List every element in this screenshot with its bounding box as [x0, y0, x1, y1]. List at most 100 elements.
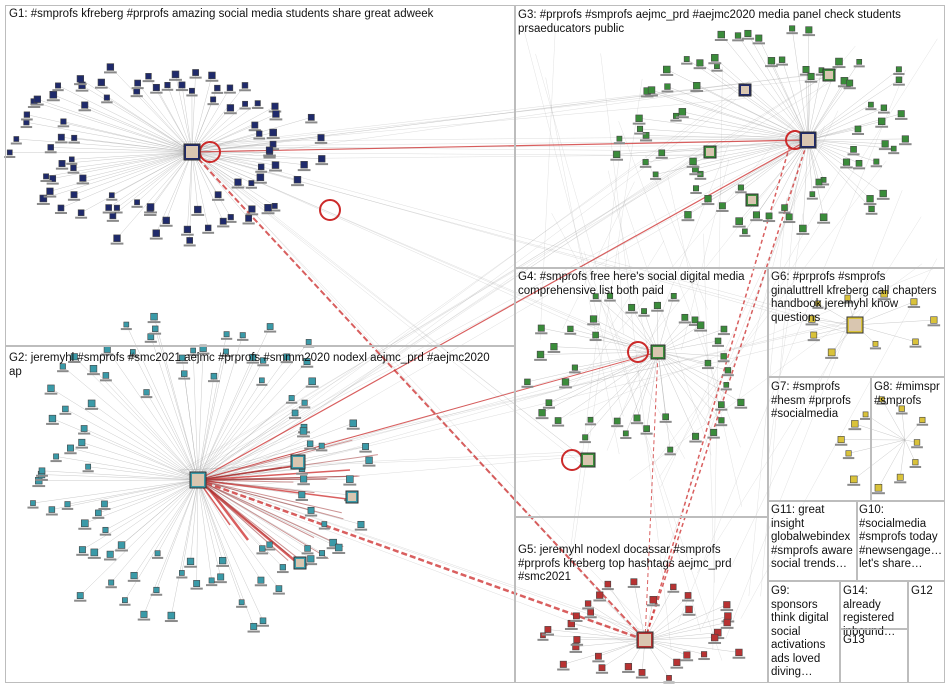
- g1-node: [272, 110, 280, 118]
- cross-group-edge: [677, 69, 906, 623]
- g3-node: [897, 110, 905, 118]
- g1-node: [293, 176, 302, 184]
- g3-node: [718, 202, 726, 210]
- g3-node: [673, 112, 679, 119]
- g4-node: [717, 401, 725, 408]
- g4-edge: [646, 351, 659, 429]
- node-label-mark: [579, 441, 591, 444]
- g2-node: [288, 395, 295, 402]
- g1-node: [162, 216, 170, 225]
- cross-group-edge: [609, 240, 665, 330]
- g2-edge: [197, 356, 288, 481]
- group-label-g6: G6: #prprofs #smprofs ginaluttrell kfreb…: [771, 271, 937, 324]
- node-label-mark: [812, 186, 825, 189]
- g3-edge: [768, 139, 809, 217]
- g4-edge: [625, 351, 659, 434]
- g3-node: [890, 145, 897, 152]
- g4-node: [662, 413, 669, 421]
- g2-node: [199, 344, 207, 352]
- node-label-mark: [661, 90, 674, 93]
- g2-node: [304, 545, 311, 552]
- node-label-mark: [318, 527, 330, 530]
- g1-node: [307, 113, 315, 121]
- g3b-hub-node-photo: [741, 86, 749, 94]
- g4-node: [582, 434, 589, 441]
- g3-node: [881, 140, 889, 148]
- node-label-mark: [211, 91, 224, 94]
- g4-edge: [557, 351, 659, 421]
- g2-edge: [105, 375, 199, 481]
- g4-edge: [595, 296, 659, 353]
- cross-group-edge: [201, 360, 651, 483]
- g4-node: [681, 313, 689, 321]
- node-label-mark: [181, 233, 194, 236]
- g1-edge: [26, 122, 193, 153]
- g2-node: [106, 550, 114, 558]
- g4-node: [550, 343, 558, 351]
- cross-group-edge: [182, 144, 719, 473]
- node-label-mark: [231, 186, 245, 189]
- g2-node: [102, 526, 109, 533]
- g3-edge: [807, 29, 810, 141]
- node-label-mark: [877, 298, 891, 301]
- g4-node: [567, 325, 574, 333]
- g6-node: [872, 340, 879, 347]
- node-label-mark: [176, 361, 189, 364]
- node-label-mark: [269, 118, 283, 121]
- g3-edge: [807, 138, 906, 141]
- node-label-mark: [76, 182, 90, 185]
- g5-node: [573, 612, 580, 620]
- g2b-hub-node-photo: [293, 457, 303, 467]
- node-label-mark: [31, 103, 44, 106]
- g1-node: [171, 70, 180, 79]
- node-label-mark: [593, 599, 607, 602]
- node-label-mark: [252, 106, 264, 109]
- node-label-mark: [668, 299, 680, 302]
- node-label-mark: [224, 91, 236, 94]
- node-label-mark: [632, 122, 646, 125]
- g4-edge: [657, 351, 724, 357]
- g1-node: [265, 146, 274, 154]
- g3-node: [842, 158, 851, 166]
- g1-edge: [106, 97, 193, 153]
- g4-edge: [657, 351, 696, 437]
- node-label-mark: [183, 244, 196, 247]
- g3-node: [683, 56, 690, 62]
- g2-edge: [132, 351, 199, 481]
- cross-group-edge: [624, 201, 712, 456]
- g4-node: [692, 432, 700, 440]
- g2-edge: [50, 388, 199, 481]
- group-label-g4: G4: #smprofs free here's social digital …: [518, 271, 745, 297]
- node-label-mark: [535, 417, 549, 420]
- g1-node: [219, 217, 227, 225]
- g1-node: [81, 101, 89, 109]
- node-label-mark: [707, 436, 720, 439]
- g2-edge: [197, 351, 227, 481]
- g3-edge: [619, 138, 809, 141]
- g3-hub-node-photo: [802, 134, 814, 146]
- g5-edge: [571, 623, 646, 641]
- g2-node: [59, 363, 66, 370]
- node-label-mark: [82, 470, 94, 473]
- node-label-mark: [815, 73, 827, 76]
- g4-edge: [527, 351, 659, 383]
- node-label-mark: [106, 198, 118, 201]
- g1-edge: [191, 151, 261, 178]
- node-label-mark: [78, 432, 91, 435]
- node-label-mark: [269, 169, 282, 172]
- cross-group-edge: [712, 66, 723, 650]
- g3-edge: [807, 79, 900, 141]
- node-label-mark: [837, 85, 851, 88]
- g3-edge: [807, 139, 894, 149]
- g2-node: [279, 564, 286, 571]
- g2-edge: [197, 427, 305, 481]
- g5-node: [649, 596, 658, 604]
- g8-node: [850, 475, 858, 484]
- g3-edge: [807, 121, 882, 141]
- g2-node: [117, 541, 126, 549]
- cross-group-edge: [653, 160, 887, 465]
- g2-node: [48, 506, 56, 513]
- node-label-mark: [639, 165, 652, 168]
- node-label-mark: [537, 638, 549, 641]
- g5-edge: [644, 615, 728, 641]
